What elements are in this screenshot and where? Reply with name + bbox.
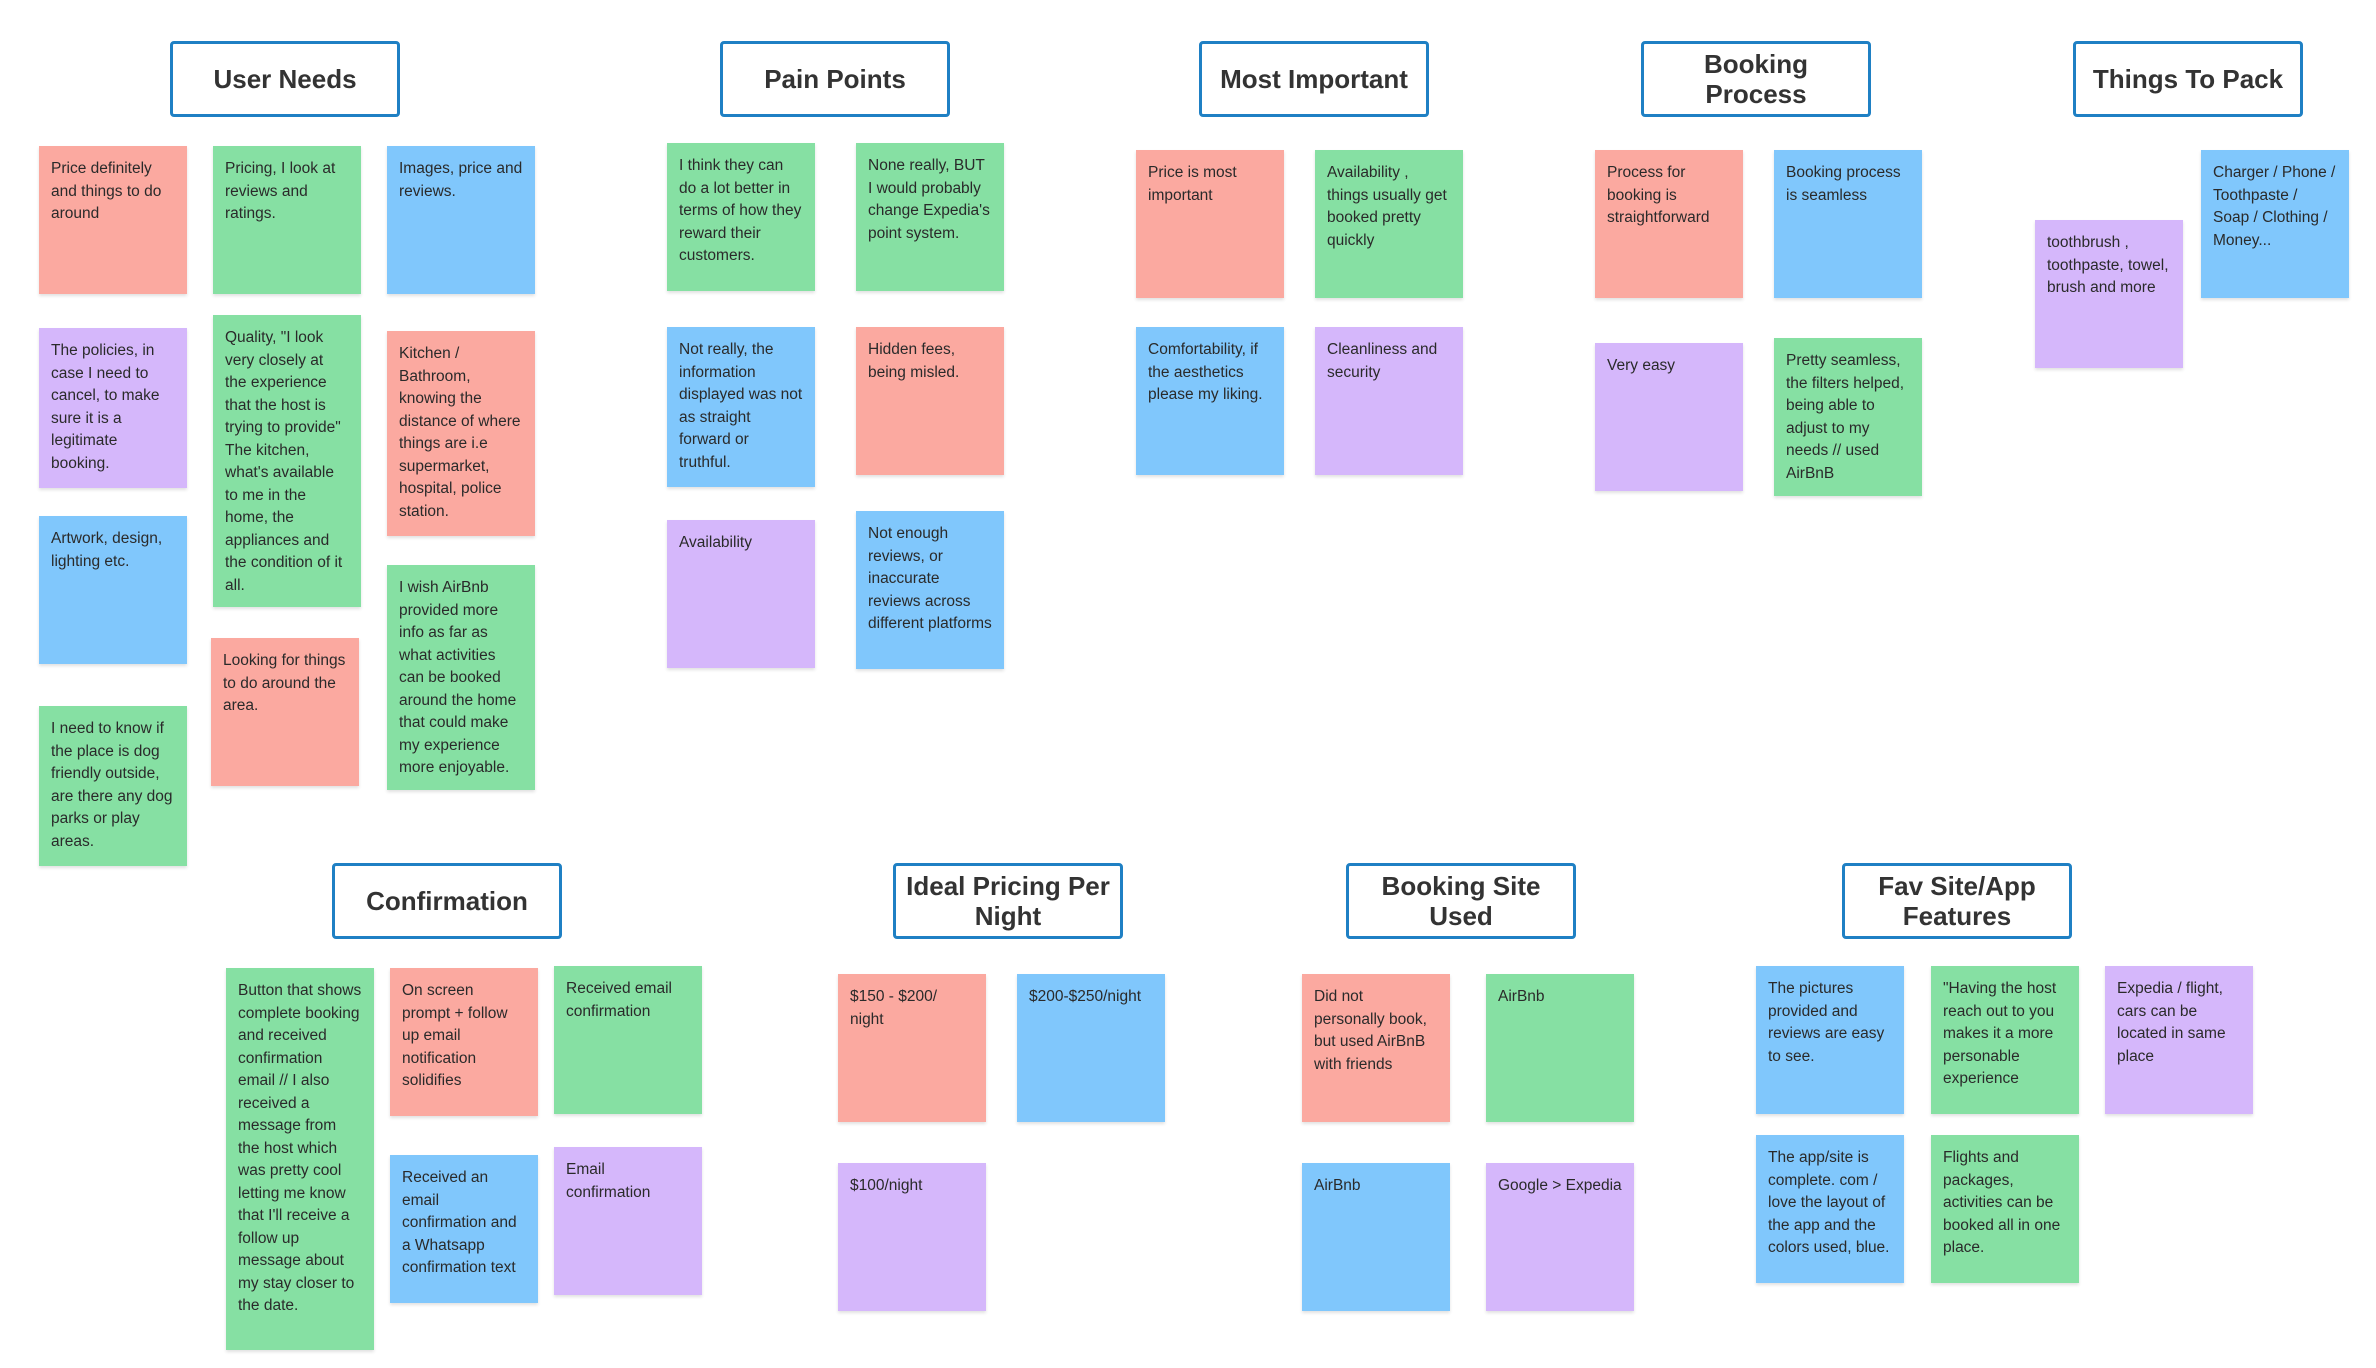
header-pain-points[interactable]: Pain Points (720, 41, 950, 117)
sticky-note[interactable]: The pictures provided and reviews are ea… (1756, 966, 1904, 1114)
sticky-note[interactable]: On screen prompt + follow up email notif… (390, 968, 538, 1116)
header-booking-site[interactable]: Booking Site Used (1346, 863, 1576, 939)
header-fav-features[interactable]: Fav Site/App Features (1842, 863, 2072, 939)
sticky-note[interactable]: Received an email confirmation and a Wha… (390, 1155, 538, 1303)
sticky-note[interactable]: $150 - $200/ night (838, 974, 986, 1122)
sticky-note[interactable]: $100/night (838, 1163, 986, 1311)
sticky-note[interactable]: $200-$250/night (1017, 974, 1165, 1122)
sticky-note[interactable]: Not really, the information displayed wa… (667, 327, 815, 487)
header-ideal-pricing[interactable]: Ideal Pricing Per Night (893, 863, 1123, 939)
sticky-note[interactable]: Did not personally book, but used AirBnB… (1302, 974, 1450, 1122)
sticky-note[interactable]: Button that shows complete booking and r… (226, 968, 374, 1350)
sticky-note[interactable]: Google > Expedia (1486, 1163, 1634, 1311)
sticky-note[interactable]: Pretty seamless, the filters helped, bei… (1774, 338, 1922, 496)
sticky-note[interactable]: I need to know if the place is dog frien… (39, 706, 187, 866)
sticky-note[interactable]: Availability , things usually get booked… (1315, 150, 1463, 298)
sticky-note[interactable]: I think they can do a lot better in term… (667, 143, 815, 291)
sticky-note[interactable]: Kitchen / Bathroom, knowing the distance… (387, 331, 535, 536)
sticky-note[interactable]: AirBnb (1486, 974, 1634, 1122)
sticky-note[interactable]: Price is most important (1136, 150, 1284, 298)
sticky-note[interactable]: Received email confirmation (554, 966, 702, 1114)
header-booking-process[interactable]: Booking Process (1641, 41, 1871, 117)
sticky-note[interactable]: Quality, "I look very closely at the exp… (213, 315, 361, 607)
sticky-note[interactable]: Hidden fees, being misled. (856, 327, 1004, 475)
header-most-important[interactable]: Most Important (1199, 41, 1429, 117)
header-user-needs[interactable]: User Needs (170, 41, 400, 117)
sticky-note[interactable]: Flights and packages, activities can be … (1931, 1135, 2079, 1283)
header-confirmation[interactable]: Confirmation (332, 863, 562, 939)
sticky-note[interactable]: I wish AirBnb provided more info as far … (387, 565, 535, 790)
header-things-to-pack[interactable]: Things To Pack (2073, 41, 2303, 117)
sticky-note[interactable]: Cleanliness and security (1315, 327, 1463, 475)
sticky-note[interactable]: Email confirmation (554, 1147, 702, 1295)
sticky-note[interactable]: Images, price and reviews. (387, 146, 535, 294)
sticky-note[interactable]: AirBnb (1302, 1163, 1450, 1311)
sticky-note[interactable]: Looking for things to do around the area… (211, 638, 359, 786)
sticky-note[interactable]: "Having the host reach out to you makes … (1931, 966, 2079, 1114)
sticky-note[interactable]: The app/site is complete. com / love the… (1756, 1135, 1904, 1283)
sticky-note[interactable]: Charger / Phone / Toothpaste / Soap / Cl… (2201, 150, 2349, 298)
sticky-note[interactable]: Not enough reviews, or inaccurate review… (856, 511, 1004, 669)
sticky-note[interactable]: Artwork, design, lighting etc. (39, 516, 187, 664)
sticky-note[interactable]: Price definitely and things to do around (39, 146, 187, 294)
sticky-note[interactable]: toothbrush , toothpaste, towel, brush an… (2035, 220, 2183, 368)
sticky-note[interactable]: Very easy (1595, 343, 1743, 491)
sticky-note[interactable]: The policies, in case I need to cancel, … (39, 328, 187, 488)
sticky-note[interactable]: Booking process is seamless (1774, 150, 1922, 298)
sticky-note[interactable]: Expedia / flight, cars can be located in… (2105, 966, 2253, 1114)
sticky-note[interactable]: Availability (667, 520, 815, 668)
sticky-note[interactable]: None really, BUT I would probably change… (856, 143, 1004, 291)
sticky-note[interactable]: Comfortability, if the aesthetics please… (1136, 327, 1284, 475)
sticky-note[interactable]: Pricing, I look at reviews and ratings. (213, 146, 361, 294)
sticky-note[interactable]: Process for booking is straightforward (1595, 150, 1743, 298)
